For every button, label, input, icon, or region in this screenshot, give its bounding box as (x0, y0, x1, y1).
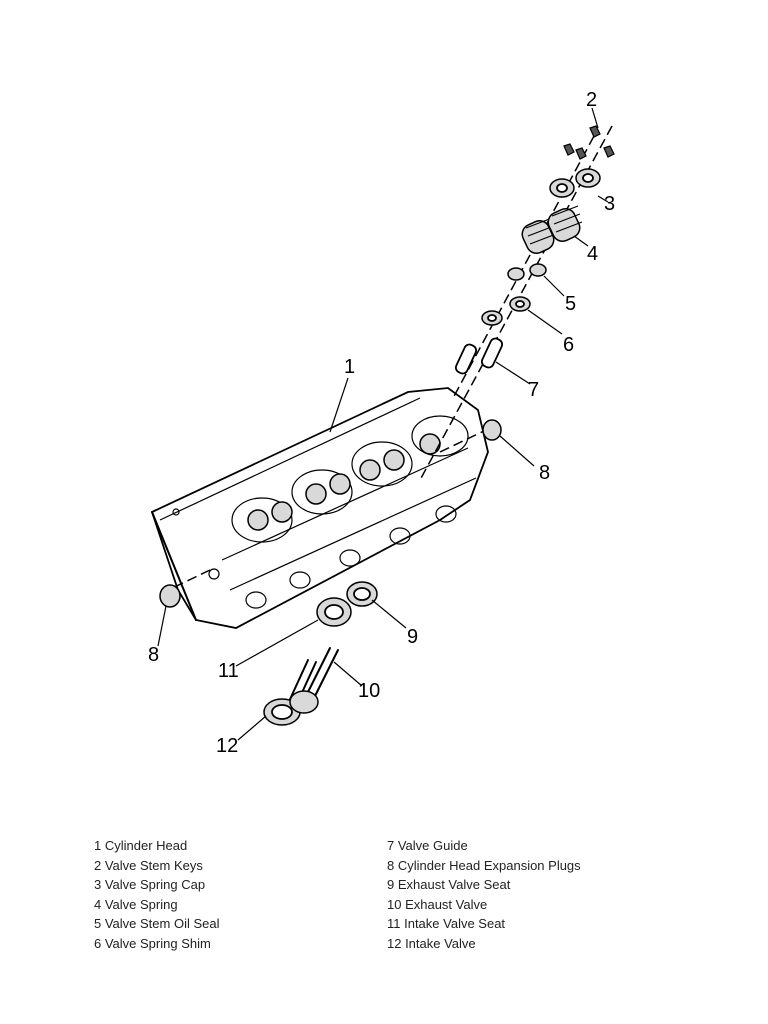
leader-lines (157, 107, 609, 741)
valve-seats (316, 581, 378, 627)
callout-6: 6 (563, 334, 574, 356)
callout-5: 5 (565, 293, 576, 315)
callout-3: 3 (604, 193, 615, 215)
legend-item: 3 Valve Spring Cap (94, 877, 206, 892)
valve-stem-keys (563, 125, 615, 160)
callout-7: 7 (528, 379, 539, 401)
legend-right-column: 7 Valve Guide 8 Cylinder Head Expansion … (387, 836, 581, 953)
legend-item: 4 Valve Spring (94, 896, 178, 912)
callout-9: 9 (407, 626, 418, 648)
exploded-view-diagram: 1 2 3 4 5 6 7 8 8 9 10 11 12 (148, 89, 615, 757)
valve-springs (521, 205, 583, 254)
valve-stem-oil-seals (507, 263, 547, 281)
expansion-plugs (159, 419, 502, 608)
legend-item: 1 Cylinder Head (94, 838, 188, 853)
legend-item: 8 Cylinder Head Expansion Plugs (387, 857, 581, 873)
callout-2: 2 (586, 89, 597, 111)
legend-left-column: 1 Cylinder Head 2 Valve Stem Keys 3 Valv… (94, 836, 219, 953)
callout-11: 11 (218, 660, 239, 682)
valve-guides (454, 337, 504, 375)
cylinder-head (150, 387, 489, 629)
valves (263, 647, 339, 726)
valve-spring-shims (481, 296, 531, 326)
legend-item: 6 Valve Spring Shim (94, 935, 211, 951)
legend-item: 11 Intake Valve Seat (387, 916, 506, 931)
callout-8-left: 8 (148, 644, 159, 666)
callout-8-right: 8 (539, 462, 550, 484)
legend-item: 7 Valve Guide (387, 838, 468, 853)
callout-4: 4 (587, 243, 598, 265)
legend-item: 10 Exhaust Valve (387, 896, 488, 912)
legend-item: 2 Valve Stem Keys (94, 857, 203, 873)
legend-item: 9 Exhaust Valve Seat (387, 877, 511, 892)
installed-valve-springs (247, 433, 441, 531)
legend-item: 5 Valve Stem Oil Seal (94, 916, 220, 931)
callout-10: 10 (358, 680, 380, 702)
valve-spring-caps (549, 168, 601, 198)
callout-1: 1 (344, 356, 355, 378)
callout-12: 12 (216, 735, 238, 757)
legend-item: 12 Intake Valve (387, 935, 476, 951)
